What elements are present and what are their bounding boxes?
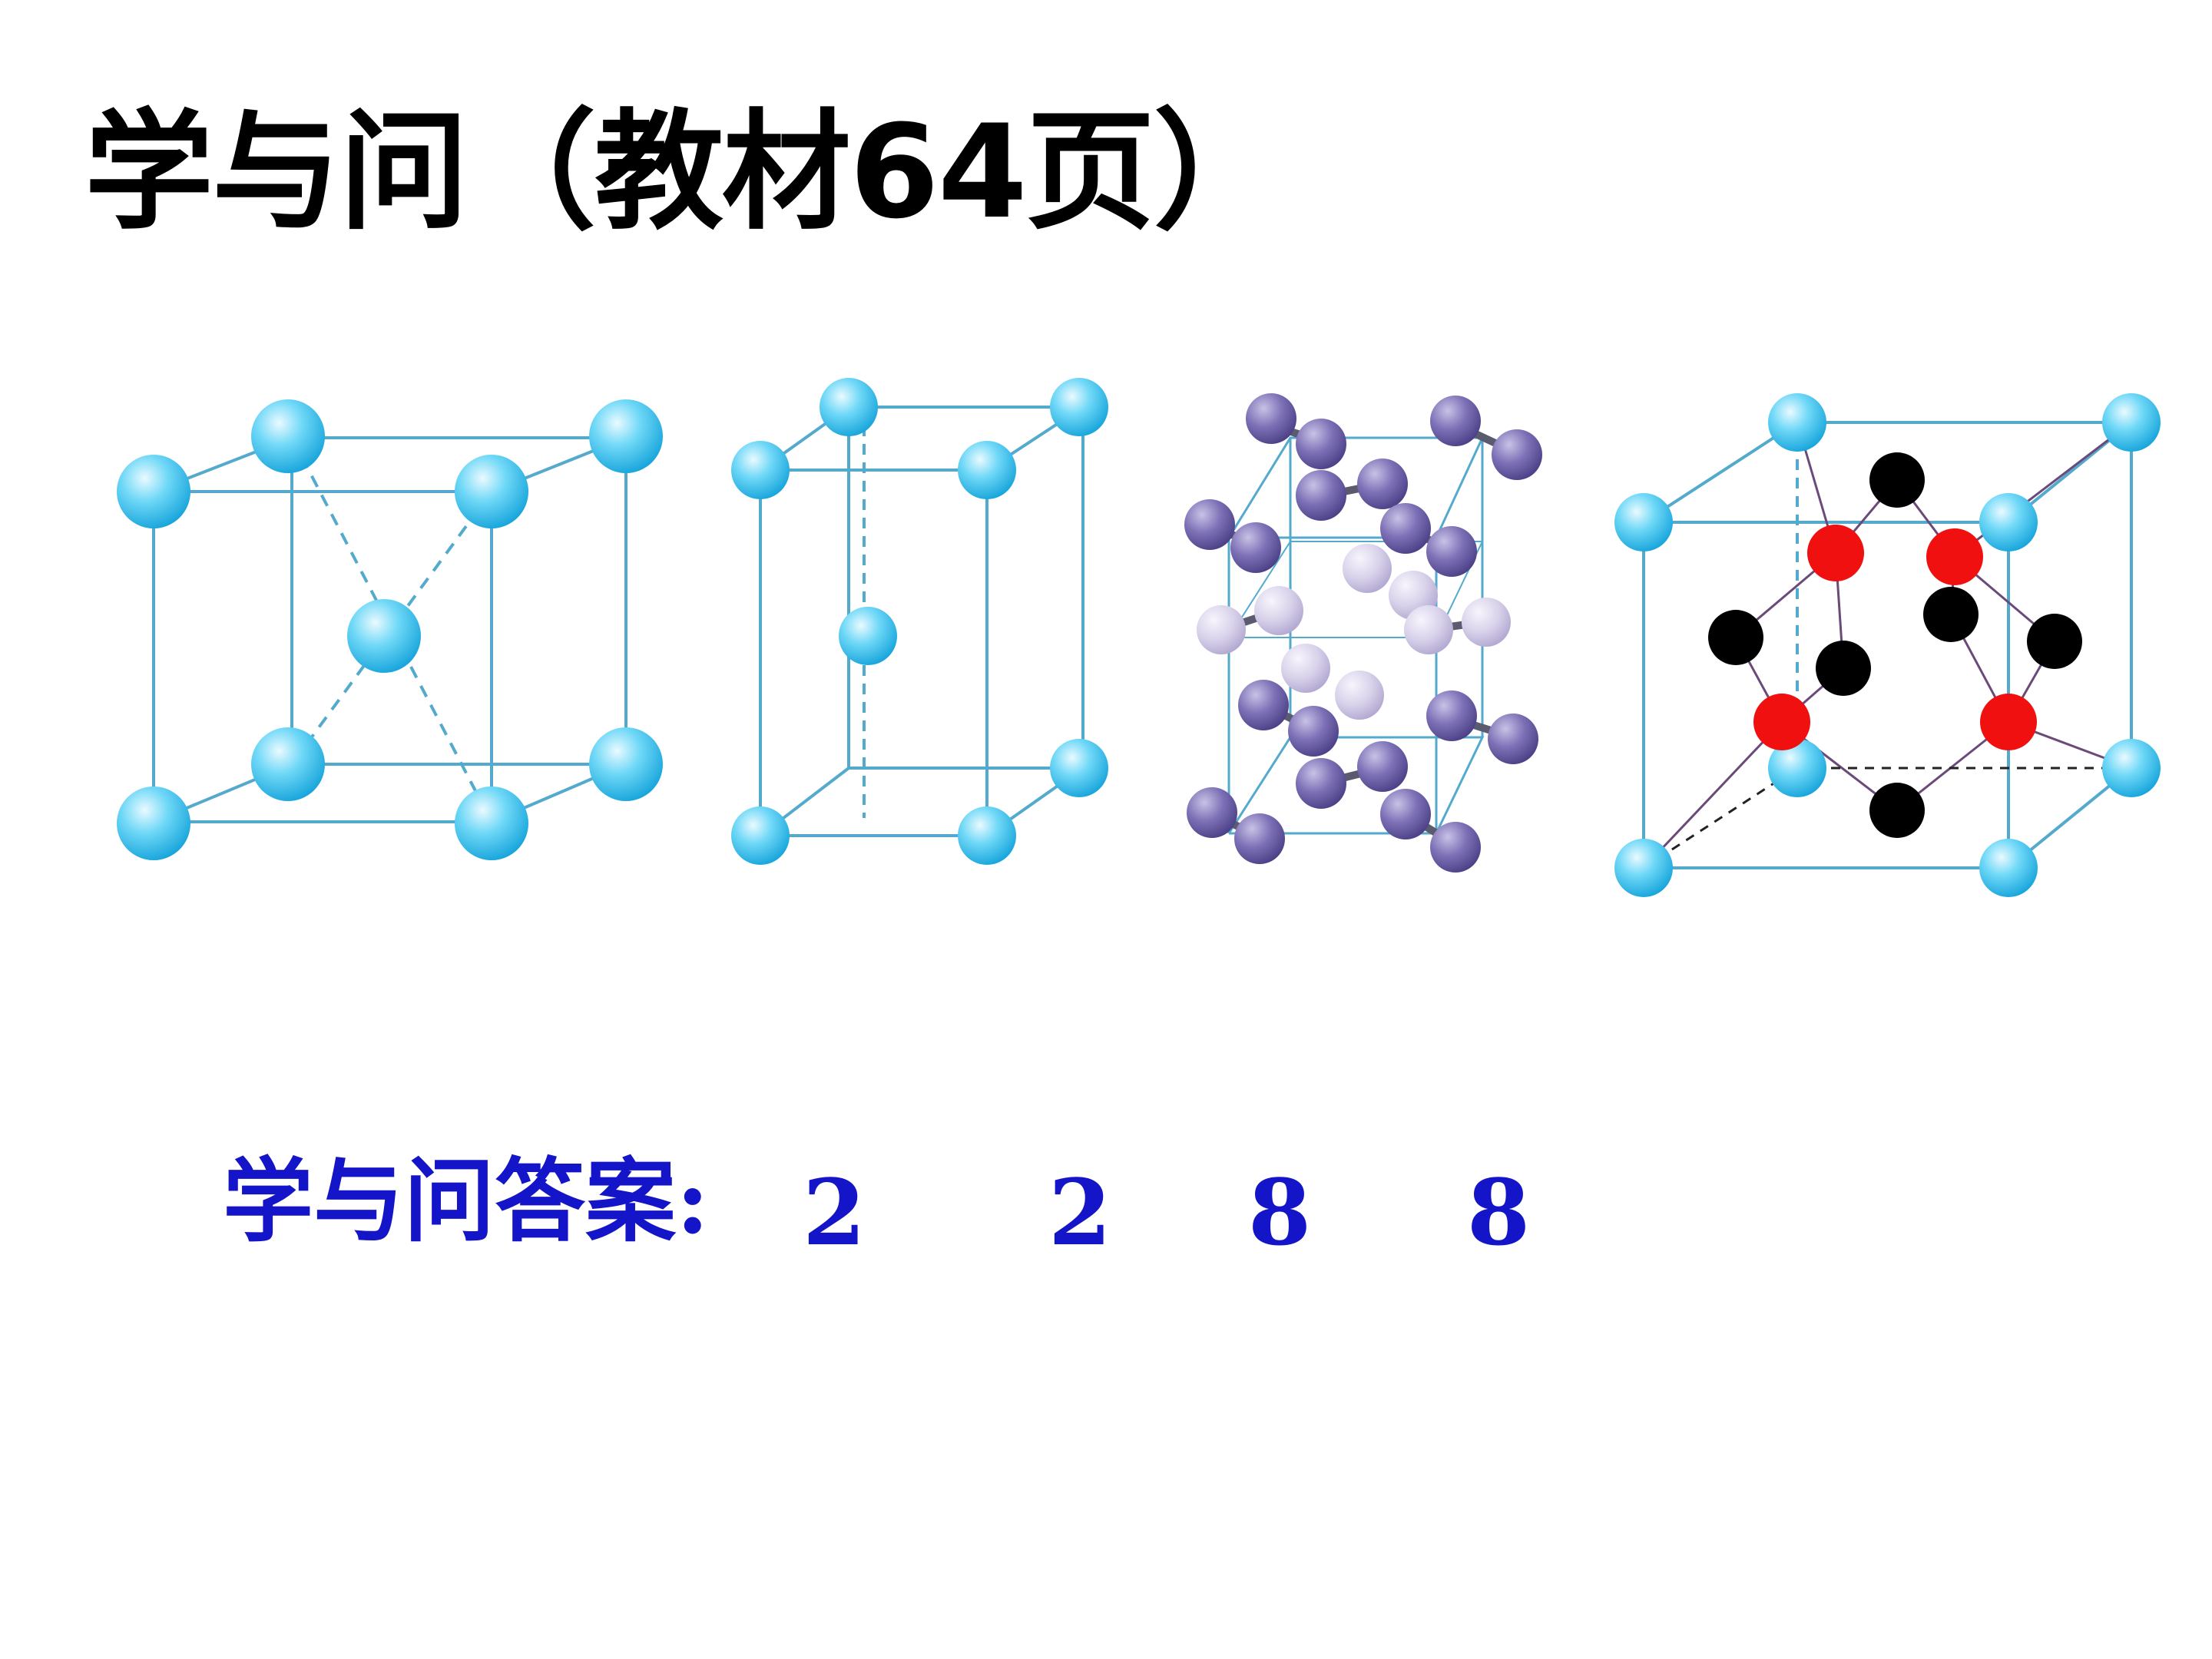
atom (1404, 605, 1453, 654)
atom (1357, 459, 1408, 509)
answer-value-2: 2 (1048, 1159, 1112, 1266)
atom (1335, 671, 1384, 720)
atom (251, 727, 325, 801)
atom (1614, 493, 1673, 551)
atom (958, 441, 1016, 499)
atom (589, 727, 663, 801)
atom (1816, 641, 1871, 696)
atom (117, 455, 190, 528)
atom (1288, 706, 1339, 757)
atom (1296, 470, 1346, 521)
atom (1614, 839, 1673, 897)
atom (839, 607, 897, 665)
atom (1869, 783, 1925, 838)
atom (1488, 714, 1538, 764)
answer-value-1: 2 (803, 1159, 866, 1266)
atom (1343, 544, 1392, 593)
atom (1462, 598, 1511, 647)
atom (1430, 822, 1481, 873)
atom (2102, 393, 2161, 452)
page-title: 学与问（教材64页） (84, 97, 1283, 247)
atom (1430, 396, 1481, 446)
atom (1296, 758, 1346, 809)
answer-value-4: 8 (1467, 1159, 1531, 1266)
atom (1768, 739, 1826, 797)
diamond-atoms-black (1708, 452, 2082, 838)
atom (1380, 503, 1431, 554)
atom (1197, 605, 1246, 654)
atom (1357, 741, 1408, 792)
atom (2102, 739, 2161, 797)
atom (1979, 493, 2038, 551)
diamond-atoms-red (1753, 525, 2037, 750)
atom (455, 455, 528, 528)
atom (1426, 526, 1477, 577)
atom (731, 806, 790, 865)
atom (1708, 610, 1763, 665)
atom (1768, 393, 1826, 452)
atom (589, 399, 663, 473)
atom (1926, 528, 1983, 585)
atom (820, 378, 878, 436)
atom (1230, 522, 1281, 573)
atom (1050, 739, 1108, 797)
atom (1753, 694, 1810, 750)
answer-label: 学与问答案: (223, 1147, 710, 1254)
atom (1234, 813, 1285, 864)
atom (1050, 378, 1108, 436)
atom (1869, 452, 1925, 508)
molecular-atoms-light (1197, 544, 1511, 720)
atom (1923, 587, 1979, 642)
atom (1238, 680, 1289, 730)
atom (1492, 429, 1542, 480)
atom (1426, 690, 1477, 741)
atom (1807, 525, 1864, 581)
atom (251, 399, 325, 473)
atom (347, 599, 421, 673)
atom (1380, 789, 1431, 839)
atom (1254, 586, 1303, 635)
atom (1281, 644, 1330, 693)
crystal-cell-hex (759, 406, 1088, 837)
atom (1980, 694, 2037, 750)
atom (2027, 614, 2082, 669)
atom (117, 786, 190, 860)
atom (958, 806, 1016, 865)
answer-value-3: 8 (1248, 1159, 1312, 1266)
atom (731, 441, 790, 499)
diamond-diag-edge (1643, 767, 1798, 869)
atom (1979, 839, 2038, 897)
bcc-atoms (117, 399, 663, 860)
diamond-atoms-blue (1614, 393, 2161, 897)
atom (1187, 787, 1237, 838)
molecular-atoms-dark (1184, 393, 1542, 873)
hex-atoms (731, 378, 1108, 865)
atom (1246, 393, 1296, 444)
atom (1184, 499, 1235, 550)
atom (1296, 419, 1346, 469)
atom (455, 786, 528, 860)
